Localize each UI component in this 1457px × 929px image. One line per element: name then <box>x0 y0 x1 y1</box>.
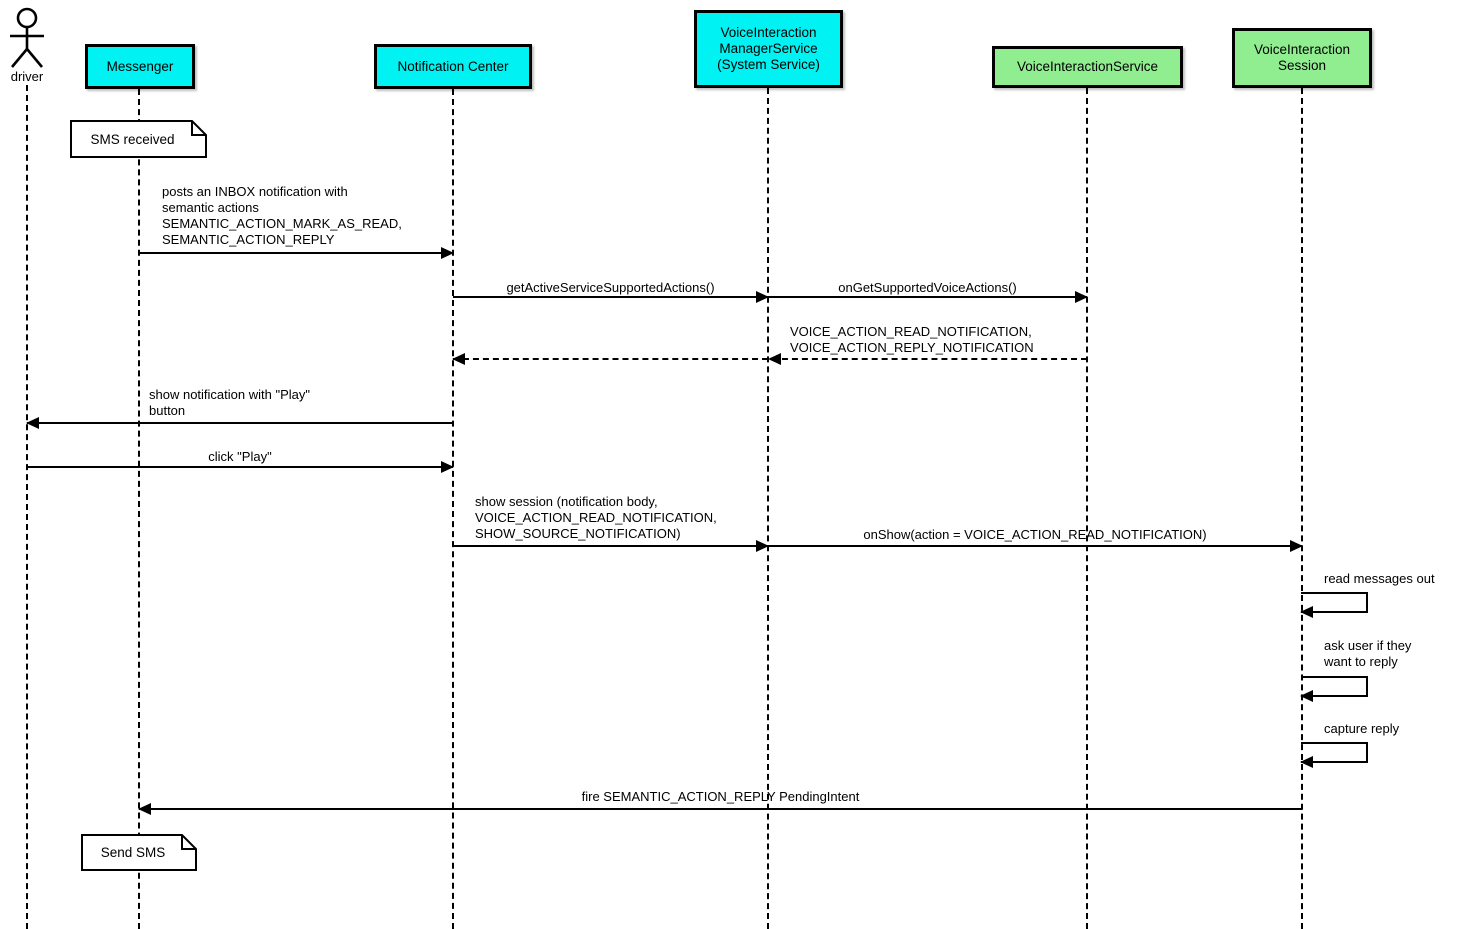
arrowhead-icon <box>441 247 454 259</box>
participant-notification-center-label: Notification Center <box>397 58 509 74</box>
participant-voiceinteraction-managerservice: VoiceInteraction ManagerService (System … <box>694 10 843 88</box>
message-arrow-on-get-supported-voice-actions <box>768 291 1088 303</box>
arrowhead-icon <box>756 291 769 303</box>
note-sms-received-text: SMS received <box>90 131 175 147</box>
arrowhead-icon <box>26 417 39 429</box>
arrowhead-icon <box>138 803 151 815</box>
self-message-read-messages-out <box>1300 592 1368 618</box>
message-label-fire-semantic-action-reply: fire SEMANTIC_ACTION_REPLY PendingIntent <box>581 789 860 804</box>
message-arrow-fire-semantic-action-reply <box>138 803 1302 815</box>
message-arrow-click-play <box>27 461 454 473</box>
lifeline-notification-center <box>452 89 454 929</box>
message-arrow-posts-inbox-notification <box>139 247 454 259</box>
message-label-show-notification-play: show notification with "Play" button <box>149 387 310 418</box>
message-label-voice-action-return: VOICE_ACTION_READ_NOTIFICATION, VOICE_AC… <box>790 324 1034 355</box>
lifeline-voiceinteractionsession <box>1301 88 1303 929</box>
arrowhead-icon <box>768 353 781 365</box>
message-label-on-get-supported-voice-actions: onGetSupportedVoiceActions() <box>838 280 1017 295</box>
note-send-sms-text: Send SMS <box>100 845 166 860</box>
message-label-get-active-service-supported-actions: getActiveServiceSupportedActions() <box>506 280 715 295</box>
message-arrow-voice-action-return <box>452 353 1087 365</box>
message-label-posts-inbox-notification: posts an INBOX notification with semanti… <box>162 184 402 247</box>
arrowhead-icon <box>1300 756 1313 768</box>
message-label-onshow: onShow(action = VOICE_ACTION_READ_NOTIFI… <box>863 527 1207 542</box>
lifeline-voiceinteraction-managerservice <box>767 88 769 929</box>
arrowhead-icon <box>452 353 465 365</box>
note-icon <box>70 120 207 158</box>
message-arrow-onshow <box>768 540 1303 552</box>
participant-messenger-label: Messenger <box>106 58 174 74</box>
participant-voiceinteractionsession-label: VoiceInteraction Session <box>1253 42 1351 73</box>
note-sms-received: SMS received <box>70 120 207 158</box>
self-message-capture-reply <box>1300 742 1368 768</box>
participant-notification-center: Notification Center <box>374 44 532 89</box>
participant-voiceinteractionsession: VoiceInteraction Session <box>1232 28 1372 88</box>
participant-voiceinteractionservice: VoiceInteractionService <box>992 46 1183 88</box>
note-icon <box>81 834 197 871</box>
arrowhead-icon <box>1290 540 1303 552</box>
self-message-ask-user-reply <box>1300 676 1368 702</box>
arrowhead-icon <box>441 461 454 473</box>
person-icon <box>10 7 44 68</box>
participant-voiceinteractionservice-label: VoiceInteractionService <box>1016 59 1159 74</box>
lifeline-driver <box>26 85 28 929</box>
arrowhead-icon <box>1300 690 1313 702</box>
message-label-ask-user-reply: ask user if they want to reply <box>1324 638 1412 669</box>
actor-driver: driver <box>0 7 54 84</box>
message-label-read-messages-out: read messages out <box>1324 571 1435 586</box>
message-label-capture-reply: capture reply <box>1324 721 1400 736</box>
message-label-click-play: click "Play" <box>208 449 272 464</box>
message-arrow-get-active-service-supported-actions <box>453 291 769 303</box>
lifeline-messenger <box>138 89 140 929</box>
arrowhead-icon <box>1075 291 1088 303</box>
arrowhead-icon <box>756 540 769 552</box>
message-label-show-session: show session (notification body, VOICE_A… <box>475 494 717 541</box>
participant-messenger: Messenger <box>85 44 195 89</box>
participant-voiceinteraction-managerservice-label: VoiceInteraction ManagerService (System … <box>717 25 820 72</box>
note-send-sms: Send SMS <box>81 834 197 871</box>
actor-driver-label: driver <box>10 69 44 84</box>
lifeline-voiceinteractionservice <box>1086 88 1088 929</box>
message-arrow-show-session <box>453 540 769 552</box>
message-arrow-show-notification-play <box>26 417 453 429</box>
arrowhead-icon <box>1300 606 1313 618</box>
